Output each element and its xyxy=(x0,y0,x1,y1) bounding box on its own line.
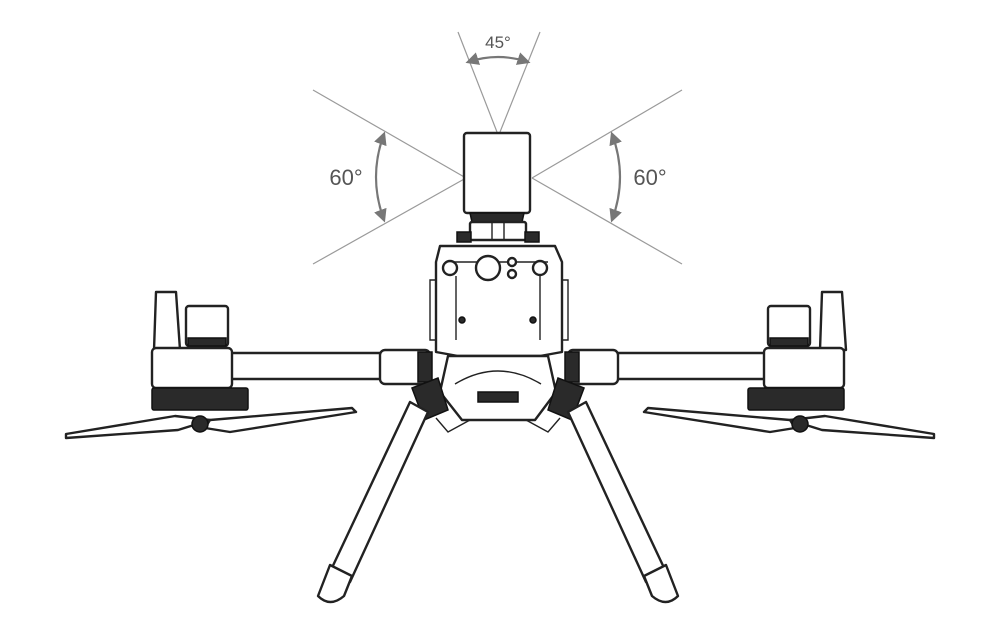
right-arm xyxy=(564,348,784,386)
drone-body xyxy=(429,244,569,358)
left-motor xyxy=(150,290,249,411)
left-angle-arc xyxy=(374,131,387,223)
fov-lines xyxy=(312,31,683,265)
right-leg xyxy=(566,400,680,604)
top-angle-arc xyxy=(465,52,531,65)
right-angle-label: 60° xyxy=(633,165,666,190)
left-angle-label: 60° xyxy=(329,165,362,190)
right-angle-arc xyxy=(609,131,622,223)
top-angle-label: 45° xyxy=(485,33,511,52)
top-sensor-module xyxy=(456,131,540,243)
right-propeller xyxy=(642,406,936,440)
underside-frame xyxy=(411,354,585,433)
left-leg xyxy=(316,400,430,604)
right-motor xyxy=(747,290,848,411)
left-arm xyxy=(213,348,433,386)
left-propeller xyxy=(64,406,358,440)
